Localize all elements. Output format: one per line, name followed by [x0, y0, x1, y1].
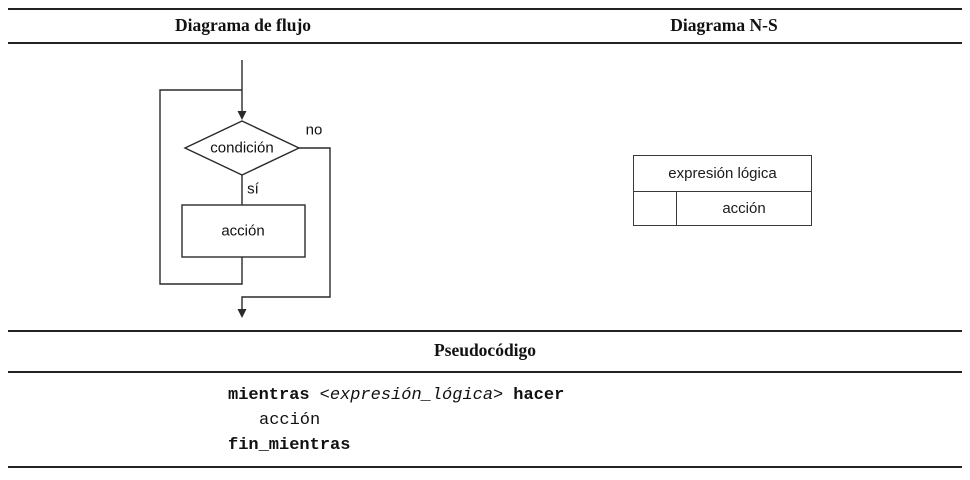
flow-action-label: acción [221, 222, 265, 240]
divider-under-headers [8, 42, 962, 44]
column-header-ns: Diagrama N-S [670, 15, 778, 35]
column-header-flowchart: Diagrama de flujo [174, 15, 312, 35]
section-header-pseudocode: Pseudocódigo [433, 340, 537, 360]
arrow-into-condition-icon [237, 111, 247, 120]
divider-under-pseudocode-header [8, 371, 962, 373]
exit-arrow-icon [237, 309, 247, 318]
keyword-mientras: mientras [228, 386, 310, 405]
divider-bottom [8, 466, 962, 468]
keyword-fin-mientras: fin_mientras [228, 436, 351, 455]
pseudocode-while-line: mientras <expresión_lógica> hacer [228, 383, 564, 408]
loop-back-line [159, 89, 243, 285]
yes-label: sí [247, 180, 259, 198]
no-label: no [305, 121, 323, 139]
divider-above-pseudocode [8, 330, 962, 332]
expression-placeholder: <expresión_lógica> [319, 386, 504, 405]
condition-label: condición [210, 139, 274, 157]
divider-top [8, 8, 962, 10]
pseudocode-body-line: acción [259, 411, 321, 430]
pseudocode-block: mientras <expresión_lógica> hacer acción… [228, 383, 564, 458]
ns-diagram: expresión lógica acción [633, 155, 812, 226]
keyword-hacer: hacer [513, 386, 565, 405]
ns-action-cell: acción [676, 192, 811, 225]
ns-condition-cell: expresión lógica [634, 156, 811, 192]
